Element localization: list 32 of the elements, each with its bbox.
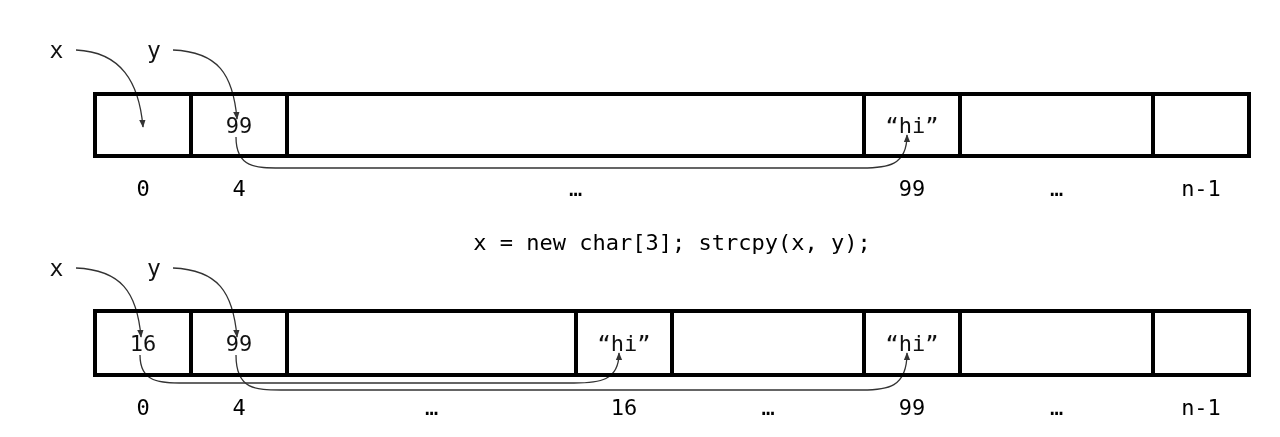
index-label: 0 xyxy=(136,395,150,420)
variable-label: x xyxy=(49,255,64,281)
cell-value: “hi” xyxy=(597,330,651,356)
index-label: n-1 xyxy=(1181,395,1221,420)
index-label: … xyxy=(761,395,775,420)
cell-value: “hi” xyxy=(885,112,939,138)
pointer-arrow xyxy=(75,267,144,338)
pointer-arrow xyxy=(139,352,622,384)
pointer-arrow xyxy=(75,49,146,128)
pointer-arrow xyxy=(235,352,910,391)
index-label: n-1 xyxy=(1181,176,1221,201)
index-label: … xyxy=(1049,176,1064,201)
pointer-arrow xyxy=(235,134,910,169)
index-label: 99 xyxy=(898,395,926,420)
index-label: … xyxy=(424,395,439,420)
index-label: 16 xyxy=(610,395,638,420)
index-label: … xyxy=(568,176,583,201)
variable-label: y xyxy=(147,255,161,281)
cell-value: “hi” xyxy=(885,330,939,356)
index-label: … xyxy=(1049,395,1064,420)
code-statement: x = new char[3]; strcpy(x, y); xyxy=(473,230,871,255)
variable-label: x xyxy=(49,37,64,63)
index-label: 0 xyxy=(136,176,150,201)
cell-value: 99 xyxy=(225,330,253,356)
cell-value: 99 xyxy=(225,112,253,138)
pointer-arrow xyxy=(172,267,240,338)
variable-label: y xyxy=(147,37,161,63)
index-label: 99 xyxy=(898,176,926,201)
index-label: 4 xyxy=(232,176,246,201)
index-label: 4 xyxy=(232,395,246,420)
cell-value: 16 xyxy=(129,330,157,356)
pointer-arrow xyxy=(172,49,240,120)
